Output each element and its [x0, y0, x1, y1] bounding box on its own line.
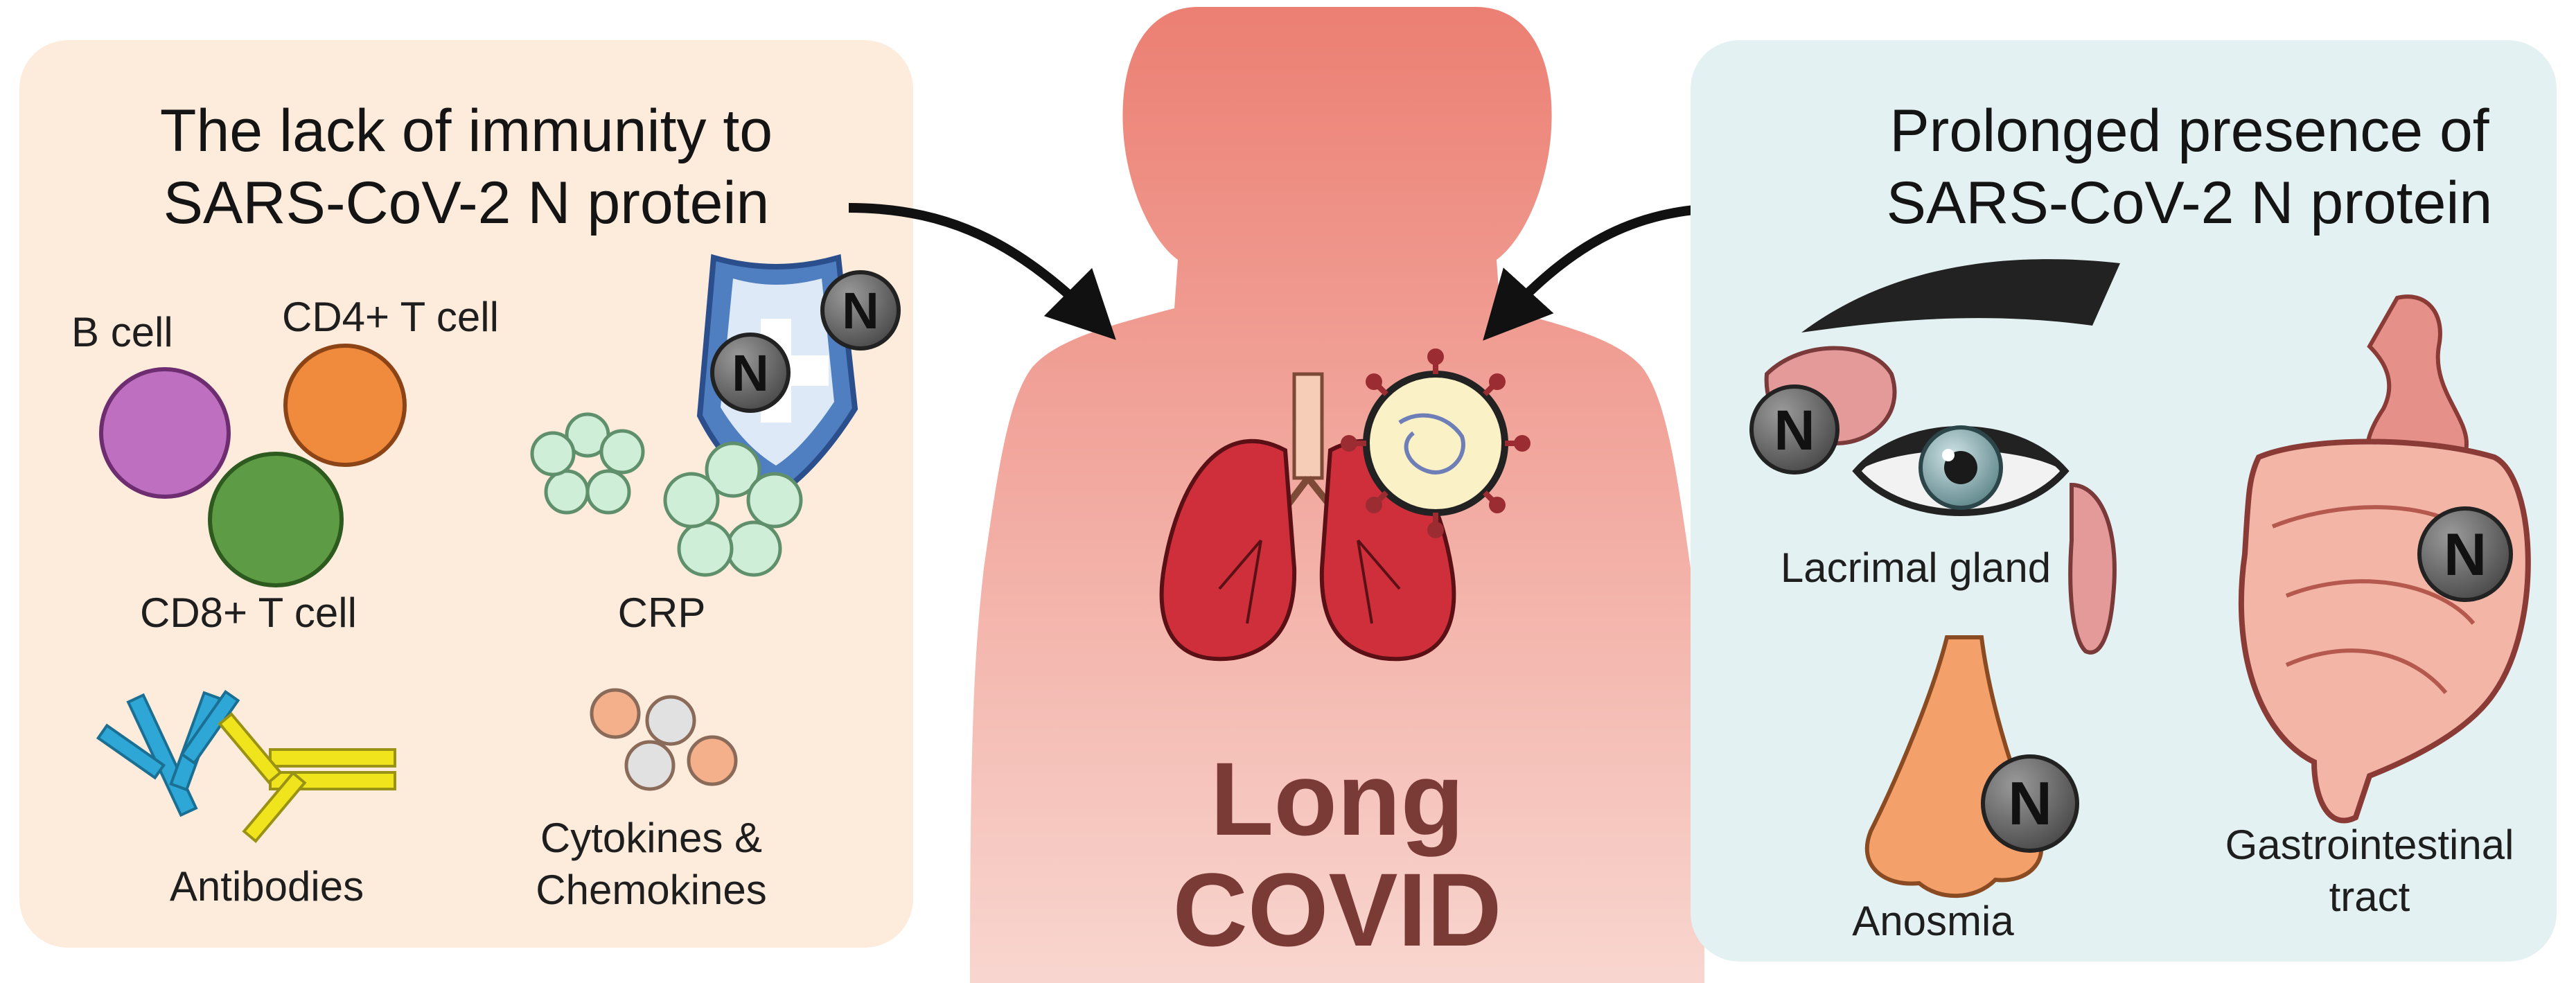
- left-panel-title-line1: The lack of immunity to: [160, 98, 773, 164]
- antibodies-label: Antibodies: [170, 863, 364, 910]
- gi-tract-label-line2: tract: [2329, 874, 2410, 920]
- cd8-t-cell: [208, 452, 344, 587]
- right-panel-title-line1: Prolonged presence of: [1889, 98, 2489, 164]
- long-covid-title-line2: COVID: [1172, 851, 1501, 968]
- lacrimal-gland-label: Lacrimal gland: [1781, 544, 2051, 591]
- cd4-t-cell-label: CD4+ T cell: [282, 294, 499, 340]
- gi-tract-label-line1: Gastrointestinal: [2225, 822, 2514, 868]
- crp-pentamer: [530, 412, 645, 515]
- svg-text:N: N: [842, 282, 879, 339]
- svg-text:N: N: [2008, 769, 2052, 838]
- n-protein-token: N: [1981, 754, 2079, 853]
- crp-pentamer: [663, 441, 803, 577]
- cd8-t-cell-label: CD8+ T cell: [140, 590, 357, 636]
- cd4-t-cell: [283, 344, 407, 467]
- n-protein-token: N: [820, 270, 901, 351]
- cytokines-label-line2: Chemokines: [536, 867, 767, 913]
- long-covid-title-line1: Long: [1210, 741, 1465, 857]
- antibody-yellow: [218, 711, 396, 844]
- crp-label: CRP: [618, 590, 706, 636]
- anosmia-label: Anosmia: [1852, 898, 2014, 944]
- n-protein-token: N: [2417, 506, 2513, 602]
- n-protein-token: N: [1749, 384, 1840, 475]
- antibody-blue: [96, 689, 240, 817]
- b-cell: [99, 367, 231, 499]
- left-panel-title-line2: SARS-CoV-2 N protein: [164, 170, 770, 236]
- virus-icon: [1341, 348, 1530, 538]
- svg-text:N: N: [732, 344, 768, 402]
- eye-icon: [1852, 425, 2070, 516]
- n-protein-token: N: [710, 333, 791, 413]
- right-panel-title-line2: SARS-CoV-2 N protein: [1887, 170, 2493, 236]
- b-cell-label: B cell: [71, 309, 173, 355]
- eyebrow: [1801, 259, 2120, 333]
- arrow-left-to-center: [848, 203, 1116, 340]
- cytokines-label-line1: Cytokines &: [540, 815, 762, 861]
- cytokine-particles: [590, 688, 738, 791]
- svg-text:N: N: [1774, 399, 1815, 462]
- svg-text:N: N: [2444, 522, 2487, 588]
